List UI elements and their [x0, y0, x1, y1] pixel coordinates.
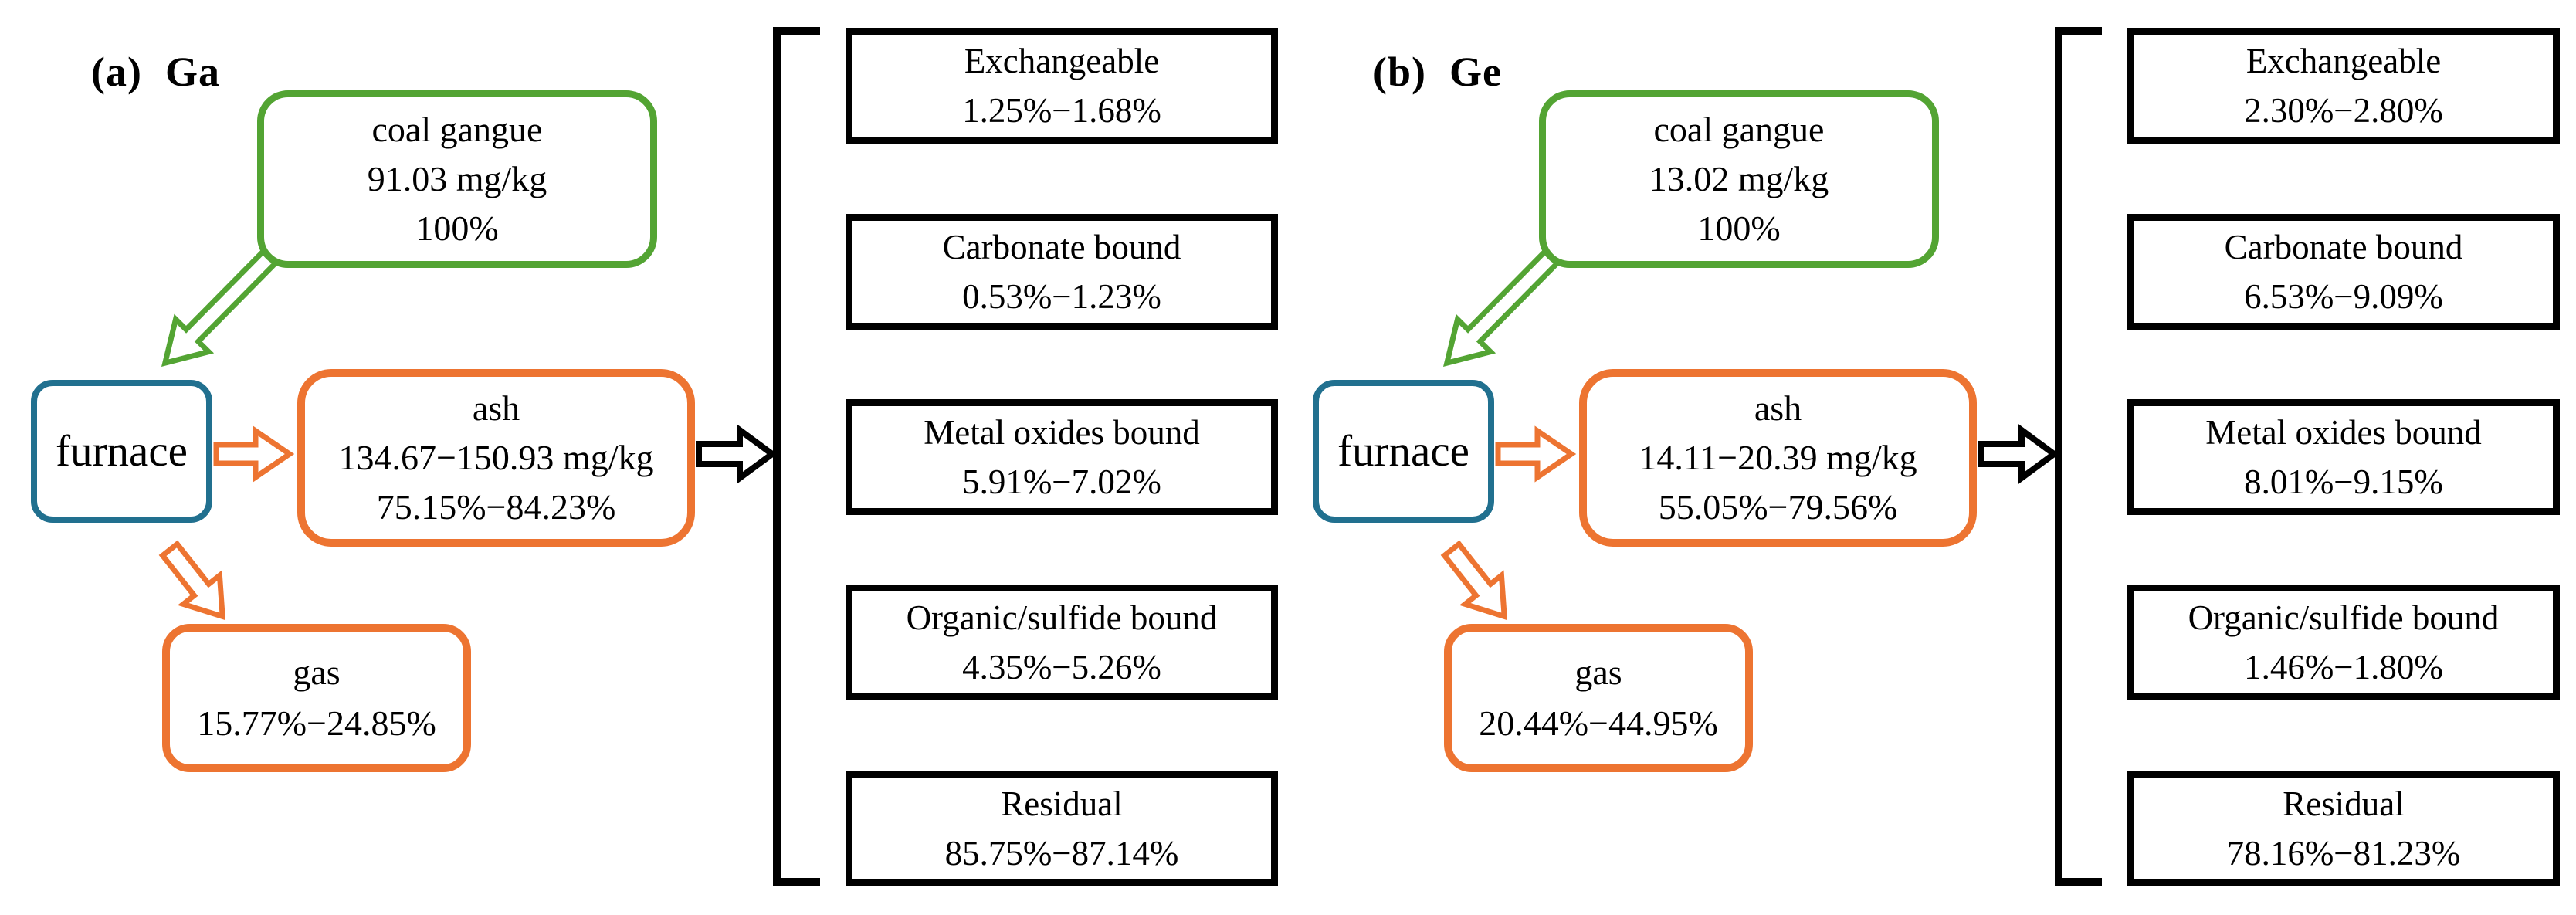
- fraction-name: Exchangeable: [2246, 42, 2442, 80]
- fraction-range: 6.53%−9.09%: [2244, 277, 2443, 316]
- fraction-name: Metal oxides bound: [924, 413, 1200, 452]
- fractions-bracket: [773, 27, 820, 886]
- furnace-to-gas-arrow-icon: [1440, 540, 1508, 621]
- box-share: 55.05%−79.56%: [1658, 487, 1898, 527]
- fraction-name: Residual: [2283, 785, 2405, 823]
- box-share: 15.77%−24.85%: [197, 703, 436, 743]
- panel-title: (b) Ge: [1373, 48, 1502, 96]
- box-title: ash: [472, 388, 520, 428]
- furnace-to-ash-arrow-icon: [213, 425, 295, 483]
- fraction-name: Carbonate bound: [942, 228, 1181, 266]
- panel-label: (b): [1373, 49, 1426, 95]
- furnace-box: furnace: [31, 380, 212, 523]
- box-title: furnace: [1337, 426, 1469, 476]
- fraction-name: Organic/sulfide bound: [906, 598, 1218, 637]
- ash-to-fractions-arrow-icon: [1978, 424, 2059, 484]
- ash-box: ash 134.67−150.93 mg/kg 75.15%−84.23%: [297, 369, 695, 547]
- element-symbol: Ga: [164, 49, 220, 95]
- fraction-name: Organic/sulfide bound: [2188, 598, 2500, 637]
- fractions-bracket: [2055, 27, 2102, 886]
- fraction-box-metal-oxides: Metal oxides bound 8.01%−9.15%: [2127, 399, 2560, 515]
- box-share: 100%: [415, 208, 499, 248]
- panel-ga: (a) Ga coal gangue 91.03 mg/kg 100% furna…: [31, 27, 1278, 886]
- fraction-box-organic-sulfide: Organic/sulfide bound 1.46%−1.80%: [2127, 585, 2560, 700]
- fraction-range: 2.30%−2.80%: [2244, 91, 2443, 130]
- box-share: 20.44%−44.95%: [1479, 703, 1718, 743]
- fraction-box-organic-sulfide: Organic/sulfide bound 4.35%−5.26%: [846, 585, 1278, 700]
- box-amount: 134.67−150.93 mg/kg: [338, 438, 654, 477]
- panel-ga-connectors: [158, 27, 820, 886]
- element-symbol: Ge: [1449, 49, 1502, 95]
- panel-title: (a) Ga: [91, 48, 220, 96]
- ash-to-fractions-arrow-icon: [696, 424, 778, 484]
- fraction-range: 78.16%−81.23%: [2226, 834, 2461, 873]
- fraction-range: 1.25%−1.68%: [962, 91, 1161, 130]
- fraction-range: 5.91%−7.02%: [962, 463, 1161, 501]
- fraction-name: Metal oxides bound: [2205, 413, 2482, 452]
- gas-box: gas 20.44%−44.95%: [1444, 624, 1753, 772]
- furnace-to-ash-arrow-icon: [1495, 425, 1577, 483]
- gas-box: gas 15.77%−24.85%: [162, 624, 471, 772]
- box-title: coal gangue: [371, 110, 543, 149]
- fraction-range: 4.35%−5.26%: [962, 648, 1161, 686]
- box-amount: 14.11−20.39 mg/kg: [1639, 438, 1917, 477]
- fraction-box-metal-oxides: Metal oxides bound 5.91%−7.02%: [846, 399, 1278, 515]
- fraction-range: 8.01%−9.15%: [2244, 463, 2443, 501]
- box-title: gas: [1574, 652, 1622, 692]
- fraction-box-exchangeable: Exchangeable 1.25%−1.68%: [846, 28, 1278, 144]
- box-share: 100%: [1697, 208, 1781, 248]
- coal-gangue-box: coal gangue 91.03 mg/kg 100%: [257, 90, 657, 268]
- fraction-name: Carbonate bound: [2224, 228, 2463, 266]
- fraction-range: 0.53%−1.23%: [962, 277, 1161, 316]
- fraction-name: Residual: [1001, 785, 1123, 823]
- fraction-range: 1.46%−1.80%: [2244, 648, 2443, 686]
- fraction-name: Exchangeable: [964, 42, 1160, 80]
- fraction-box-exchangeable: Exchangeable 2.30%−2.80%: [2127, 28, 2560, 144]
- panel-label: (a): [91, 49, 142, 95]
- box-title: gas: [293, 652, 341, 692]
- coal-gangue-box: coal gangue 13.02 mg/kg 100%: [1539, 90, 1939, 268]
- box-title: ash: [1754, 388, 1802, 428]
- box-share: 75.15%−84.23%: [376, 487, 616, 527]
- box-title: coal gangue: [1653, 110, 1825, 149]
- coal-to-furnace-arrow-icon: [1443, 246, 1562, 367]
- furnace-box: furnace: [1313, 380, 1494, 523]
- coal-to-furnace-arrow-icon: [161, 246, 280, 367]
- panel-ge-connectors: [1440, 27, 2102, 886]
- box-amount: 13.02 mg/kg: [1649, 159, 1829, 198]
- fraction-box-residual: Residual 85.75%−87.14%: [846, 771, 1278, 886]
- furnace-to-gas-arrow-icon: [158, 540, 226, 621]
- fraction-box-carbonate: Carbonate bound 6.53%−9.09%: [2127, 214, 2560, 330]
- box-title: furnace: [56, 426, 188, 476]
- fraction-range: 85.75%−87.14%: [944, 834, 1179, 873]
- panel-ge: (b) Ge coal gangue 13.02 mg/kg 100% furna…: [1282, 0, 2576, 915]
- fraction-box-residual: Residual 78.16%−81.23%: [2127, 771, 2560, 886]
- ash-box: ash 14.11−20.39 mg/kg 55.05%−79.56%: [1579, 369, 1977, 547]
- fraction-box-carbonate: Carbonate bound 0.53%−1.23%: [846, 214, 1278, 330]
- box-amount: 91.03 mg/kg: [367, 159, 547, 198]
